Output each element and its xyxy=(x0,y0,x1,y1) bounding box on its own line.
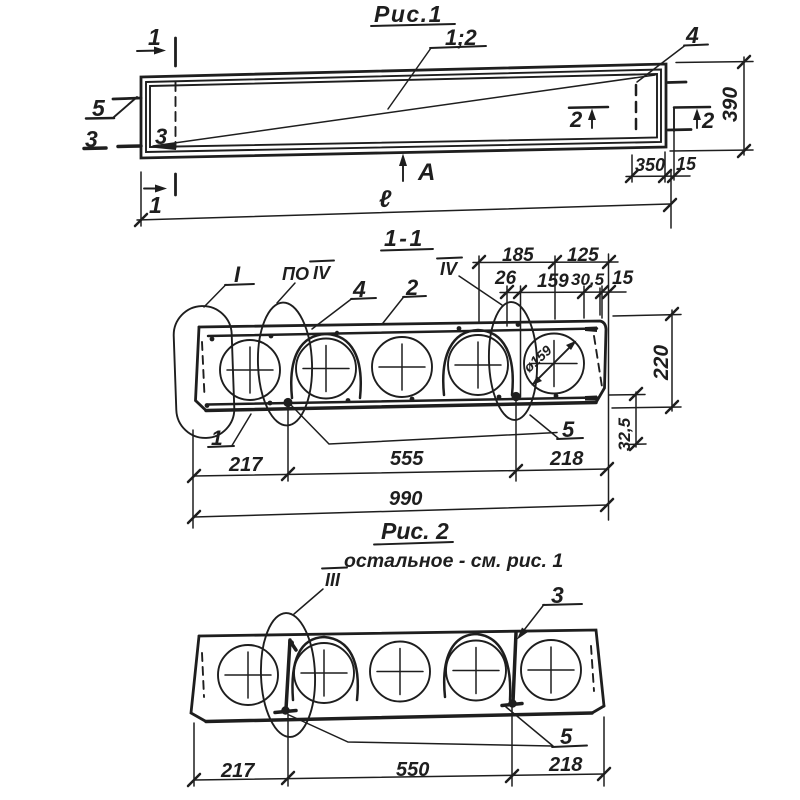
svg-text:218: 218 xyxy=(548,754,583,776)
svg-text:3: 3 xyxy=(85,126,98,152)
svg-text:4: 4 xyxy=(352,276,366,302)
svg-text:IV: IV xyxy=(313,263,332,283)
svg-text:1-1: 1-1 xyxy=(384,225,425,251)
svg-text:1: 1 xyxy=(148,24,161,50)
svg-text:217: 217 xyxy=(228,454,263,476)
svg-text:350: 350 xyxy=(635,155,665,175)
svg-text:125: 125 xyxy=(567,245,599,266)
svg-text:III: III xyxy=(325,570,341,590)
svg-text:3: 3 xyxy=(551,582,564,608)
svg-text:220: 220 xyxy=(650,345,673,381)
svg-text:32,5: 32,5 xyxy=(615,417,634,451)
svg-text:Рис.1: Рис.1 xyxy=(374,1,443,27)
svg-text:26: 26 xyxy=(494,268,517,289)
svg-text:ПО: ПО xyxy=(282,264,309,284)
svg-text:IV: IV xyxy=(440,259,459,279)
svg-text:2: 2 xyxy=(701,108,715,133)
svg-text:555: 555 xyxy=(390,448,424,470)
svg-text:4: 4 xyxy=(685,22,699,48)
svg-text:I: I xyxy=(234,262,241,287)
svg-text:15: 15 xyxy=(676,154,697,174)
svg-text:2: 2 xyxy=(569,107,583,132)
svg-text:остальное - см. рис. 1: остальное - см. рис. 1 xyxy=(344,550,563,572)
svg-text:30,5: 30,5 xyxy=(571,270,605,289)
svg-text:159: 159 xyxy=(537,271,569,292)
svg-text:2: 2 xyxy=(405,275,419,300)
svg-text:217: 217 xyxy=(220,760,255,782)
svg-text:Рис. 2: Рис. 2 xyxy=(381,518,449,544)
svg-text:185: 185 xyxy=(502,245,534,266)
svg-text:A: A xyxy=(417,159,435,186)
svg-text:390: 390 xyxy=(719,87,742,122)
svg-text:5: 5 xyxy=(562,417,575,442)
svg-text:1: 1 xyxy=(211,427,223,450)
svg-text:550: 550 xyxy=(396,759,429,781)
svg-text:5: 5 xyxy=(92,95,106,121)
svg-text:3: 3 xyxy=(155,124,167,149)
svg-text:218: 218 xyxy=(549,448,584,470)
svg-text:15: 15 xyxy=(612,268,634,289)
svg-text:5: 5 xyxy=(560,724,573,749)
svg-text:990: 990 xyxy=(389,488,422,510)
svg-text:1: 1 xyxy=(149,192,162,218)
svg-text:ℓ: ℓ xyxy=(379,186,392,213)
